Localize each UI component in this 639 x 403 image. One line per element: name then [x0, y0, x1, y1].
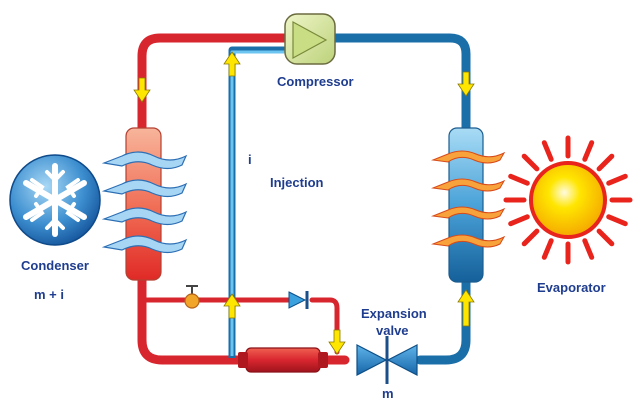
sun-ray — [596, 228, 615, 247]
sun-ray — [521, 228, 540, 247]
evaporator-label: Evaporator — [537, 280, 606, 295]
sun-ray — [606, 173, 628, 186]
liquid-receiver — [238, 347, 328, 373]
suction-pipe — [328, 33, 471, 365]
injection-pipe — [228, 46, 290, 358]
sun-ray — [508, 173, 530, 186]
sun-icon — [503, 135, 633, 265]
sun-ray — [596, 153, 615, 172]
injection-label: Injection — [270, 175, 324, 190]
flow-arrows — [133, 51, 475, 355]
sun-ray — [582, 140, 595, 162]
sun-ray — [606, 214, 628, 227]
snowflake-icon — [9, 154, 101, 246]
injection-pipe-highlight — [230, 50, 290, 356]
expansion-valve-label-line2: valve — [376, 323, 409, 338]
check-valve-icon — [288, 291, 309, 309]
sun-ray — [508, 214, 530, 227]
solenoid-valve-icon — [184, 285, 200, 309]
main-flow-label: m — [382, 386, 394, 401]
condenser-heat-waves — [101, 151, 188, 254]
condenser-unit — [125, 127, 162, 281]
sun-ray — [541, 238, 554, 260]
hot-discharge-pipe — [137, 33, 295, 133]
condenser-flow-label: m + i — [34, 287, 64, 302]
sun-ray — [541, 140, 554, 162]
compressor-icon — [284, 13, 336, 65]
injection-flow-label: i — [248, 152, 252, 167]
sun-ray — [521, 153, 540, 172]
injection-liquid-pipe — [143, 297, 340, 355]
sun-ray — [582, 238, 595, 260]
evaporator-heat-waves — [431, 150, 506, 248]
compressor-label: Compressor — [277, 74, 354, 89]
expansion-valve-label-line1: Expansion — [361, 306, 427, 321]
expansion-valve-icon — [356, 336, 418, 384]
condenser-label: Condenser — [21, 258, 89, 273]
